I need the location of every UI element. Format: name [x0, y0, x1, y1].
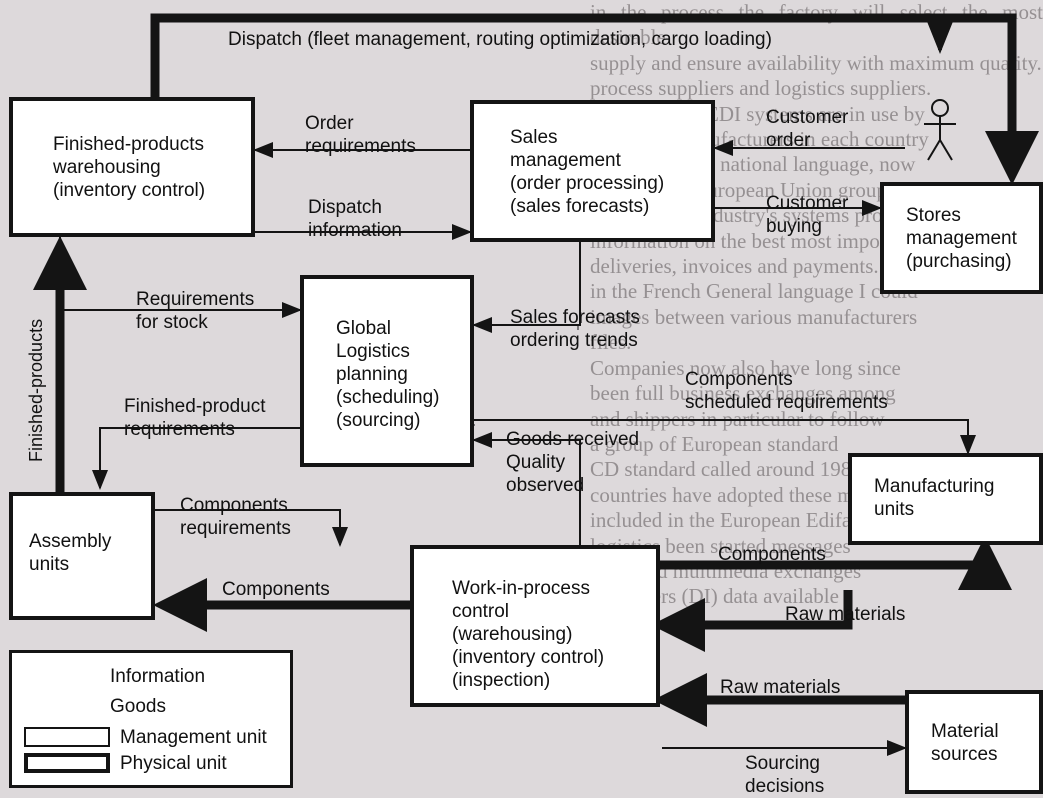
global-logistics-planning-label: Global Logistics planning (scheduling) (…	[336, 318, 440, 431]
assembly-units-label: Assembly units	[29, 531, 112, 575]
legend-management-unit-swatch	[24, 727, 110, 747]
components-manufacturing-arrow	[660, 536, 1012, 590]
components-assembly-label: Components	[222, 579, 330, 600]
dispatch-customer-arrow	[905, 14, 956, 54]
global-logistics-planning-box: Global Logistics planning (scheduling) (…	[300, 275, 474, 467]
sales-forecasts-label: Sales forecasts ordering trends	[510, 307, 640, 351]
finished-products-warehousing-box: Finished-products warehousing (inventory…	[9, 97, 255, 237]
legend-management-unit-label: Management unit	[120, 727, 267, 748]
work-in-process-control-label: Work-in-process control (warehousing) (i…	[452, 578, 605, 691]
material-sources-box: Material sources	[905, 690, 1043, 794]
requirements-for-stock-label: Requirements for stock	[136, 289, 255, 333]
background-text-line: supply and ensure availability with maxi…	[590, 50, 1042, 75]
dispatch-label: Dispatch (fleet management, routing opti…	[228, 29, 772, 50]
components-manufacturing-label: Components	[718, 544, 826, 565]
goods-received-quality-label: Goods received Quality observed	[506, 429, 640, 496]
sales-management-label: Sales management (order processing) (sal…	[510, 127, 665, 217]
background-text-line: in the French General language I could	[590, 279, 918, 304]
sales-management-box: Sales management (order processing) (sal…	[470, 100, 715, 242]
background-text-line: process suppliers and logistics supplier…	[590, 76, 932, 101]
legend-physical-unit-label: Physical unit	[120, 753, 227, 774]
manufacturing-units-label: Manufacturing units	[874, 476, 995, 520]
assembly-units-box: Assembly units	[9, 492, 155, 620]
background-text-line: and shippers in particular to follow	[590, 406, 885, 431]
components-scheduled-arrow	[474, 325, 579, 426]
stores-management-box: Stores management (purchasing)	[880, 182, 1043, 294]
raw-materials-1-label: Raw materials	[785, 604, 906, 625]
legend-box: Information Goods Management unit Physic…	[9, 650, 293, 788]
background-text-line: a group of European standard	[590, 431, 839, 456]
dispatch-goods-arrow	[150, 13, 1039, 185]
sales-forecasts-arrow	[472, 242, 581, 333]
finished-product-requirements-arrow	[92, 427, 300, 490]
components-scheduled-line	[474, 419, 976, 455]
background-text-line: Companies now also have long since	[590, 355, 901, 380]
finished-product-requirements-label: Finished-product requirements	[124, 396, 266, 440]
customer-buying-label: Customer buying	[766, 193, 849, 237]
material-sources-label: Material sources	[931, 721, 999, 765]
raw-materials-1-arrow	[651, 590, 853, 652]
stores-management-label: Stores management (purchasing)	[906, 205, 1017, 272]
customer-figure	[924, 99, 956, 161]
raw-materials-2-label: Raw materials	[720, 677, 841, 698]
background-text-line: CD standard called around 1988	[590, 457, 862, 482]
finished-products-label: Finished-products	[26, 318, 46, 462]
sourcing-decisions-label: Sourcing decisions	[745, 753, 825, 797]
legend-goods-label: Goods	[110, 696, 166, 717]
dispatch-information-label: Dispatch information	[308, 197, 402, 241]
components-requirements-label: Components requirements	[180, 495, 291, 539]
customer-order-label: Customer order	[766, 107, 849, 151]
finished-products-warehousing-label: Finished-products warehousing (inventory…	[53, 134, 206, 201]
order-requirements-label: Order requirements	[305, 113, 416, 157]
legend-physical-unit-swatch	[24, 753, 110, 773]
background-text-line: images between various manufacturers	[590, 304, 918, 329]
background-text-line: been full business exchanges among	[590, 381, 896, 406]
goods-received-arrow	[472, 432, 581, 545]
manufacturing-units-box: Manufacturing units	[848, 453, 1043, 545]
work-in-process-control-box: Work-in-process control (warehousing) (i…	[410, 545, 660, 707]
legend-information-label: Information	[110, 666, 206, 687]
components-scheduled-requirements-label: Components scheduled requirements	[685, 369, 888, 413]
components-requirements-arrow	[155, 509, 348, 547]
background-text-line: files.	[590, 330, 632, 355]
background-text-line: deliveries, invoices and payments. Both	[590, 254, 925, 279]
